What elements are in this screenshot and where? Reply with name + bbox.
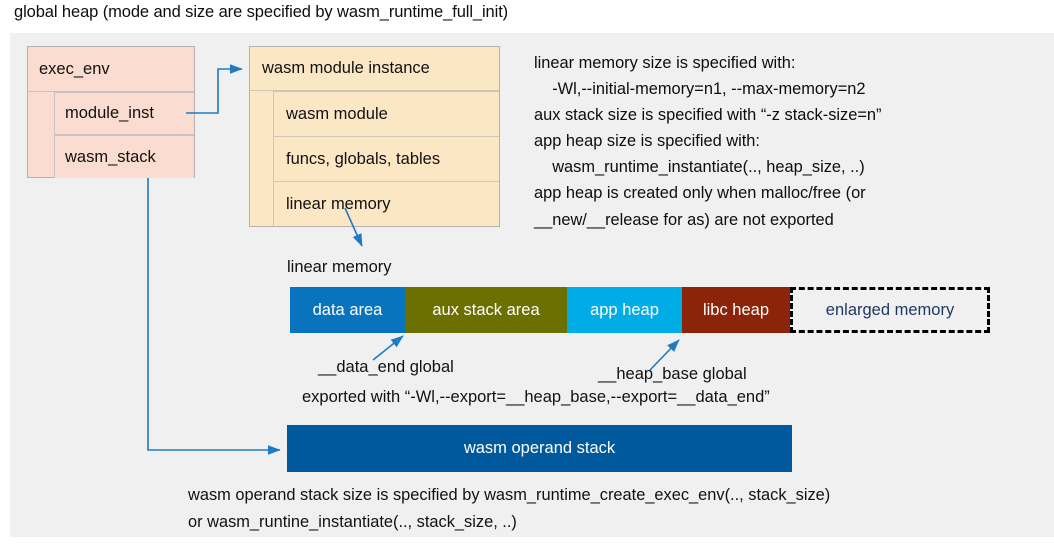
- exec-env-row-module-inst: module_inst: [54, 92, 194, 135]
- exec-env-row-wasm-stack: wasm_stack: [54, 135, 194, 178]
- annotation-heap-base-global: __heap_base global: [598, 365, 747, 383]
- memory-segment-data-area: data area: [290, 287, 405, 333]
- linear-memory-description-text: linear memory size is specified with: -W…: [534, 54, 882, 229]
- memory-segment-aux-stack-area: aux stack area: [405, 287, 567, 333]
- module-instance-row-wasm-module: wasm module: [273, 91, 499, 136]
- memory-segment-libc-heap: libc heap: [682, 287, 790, 333]
- annotation-exported-with: exported with “-Wl,--export=__heap_base,…: [302, 388, 770, 406]
- operand-stack-description-text: wasm operand stack size is specified by …: [188, 486, 831, 531]
- memory-segment-app-heap: app heap: [567, 287, 682, 333]
- linear-memory-bar-label: linear memory: [287, 258, 392, 276]
- wasm-module-instance-title: wasm module instance: [250, 47, 499, 91]
- diagram-title: global heap (mode and size are specified…: [14, 3, 509, 21]
- module-instance-row-linear-memory: linear memory: [273, 181, 499, 226]
- annotation-data-end-global: __data_end global: [318, 358, 454, 376]
- memory-segment-enlarged-memory: enlarged memory: [790, 287, 990, 333]
- linear-memory-bar: data area aux stack area app heap libc h…: [290, 287, 990, 333]
- exec-env-title: exec_env: [28, 47, 194, 92]
- module-instance-row-funcs-globals-tables: funcs, globals, tables: [273, 136, 499, 181]
- wasm-operand-stack-bar: wasm operand stack: [287, 425, 792, 472]
